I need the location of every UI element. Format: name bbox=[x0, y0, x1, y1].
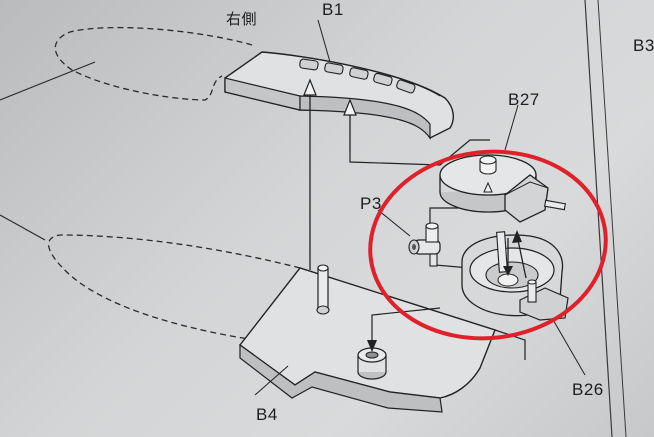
part-b1 bbox=[224, 51, 454, 140]
part-b4 bbox=[239, 264, 496, 413]
label-leader-b27 bbox=[504, 104, 519, 151]
label-b3: B3 bbox=[633, 36, 654, 55]
arrow-down-icon bbox=[503, 238, 513, 276]
page-border-line bbox=[597, 0, 627, 437]
guide-line bbox=[371, 307, 441, 340]
label-b27: B27 bbox=[508, 90, 540, 109]
arrow-down-icon bbox=[367, 340, 377, 352]
dashed-outline-upper bbox=[54, 26, 253, 101]
label-b4: B4 bbox=[256, 405, 278, 424]
guide-line bbox=[349, 139, 490, 166]
guide-line bbox=[494, 329, 526, 360]
label-leader-b1 bbox=[317, 19, 331, 63]
label-b26: B26 bbox=[572, 380, 604, 399]
part-b26 bbox=[461, 231, 569, 321]
arrow-up-icon bbox=[303, 78, 317, 270]
arrow-up-icon bbox=[512, 230, 527, 279]
label-b1: B1 bbox=[322, 0, 344, 19]
arrow-up-icon bbox=[483, 181, 493, 193]
arrow-up-icon bbox=[343, 98, 357, 152]
part-b27 bbox=[439, 154, 567, 223]
label-leader-b26 bbox=[551, 317, 586, 376]
guide-line bbox=[0, 214, 46, 241]
part-p3 bbox=[408, 222, 441, 267]
label-p3: P3 bbox=[360, 194, 382, 213]
highlight-circle bbox=[368, 149, 608, 341]
label-leader-p3 bbox=[377, 209, 411, 237]
page-border-line bbox=[584, 0, 613, 437]
guide-line bbox=[0, 61, 96, 101]
label-right-side: 右側 bbox=[226, 10, 258, 28]
dashed-outline-lower bbox=[48, 234, 301, 341]
label-leader-b4 bbox=[254, 365, 289, 396]
